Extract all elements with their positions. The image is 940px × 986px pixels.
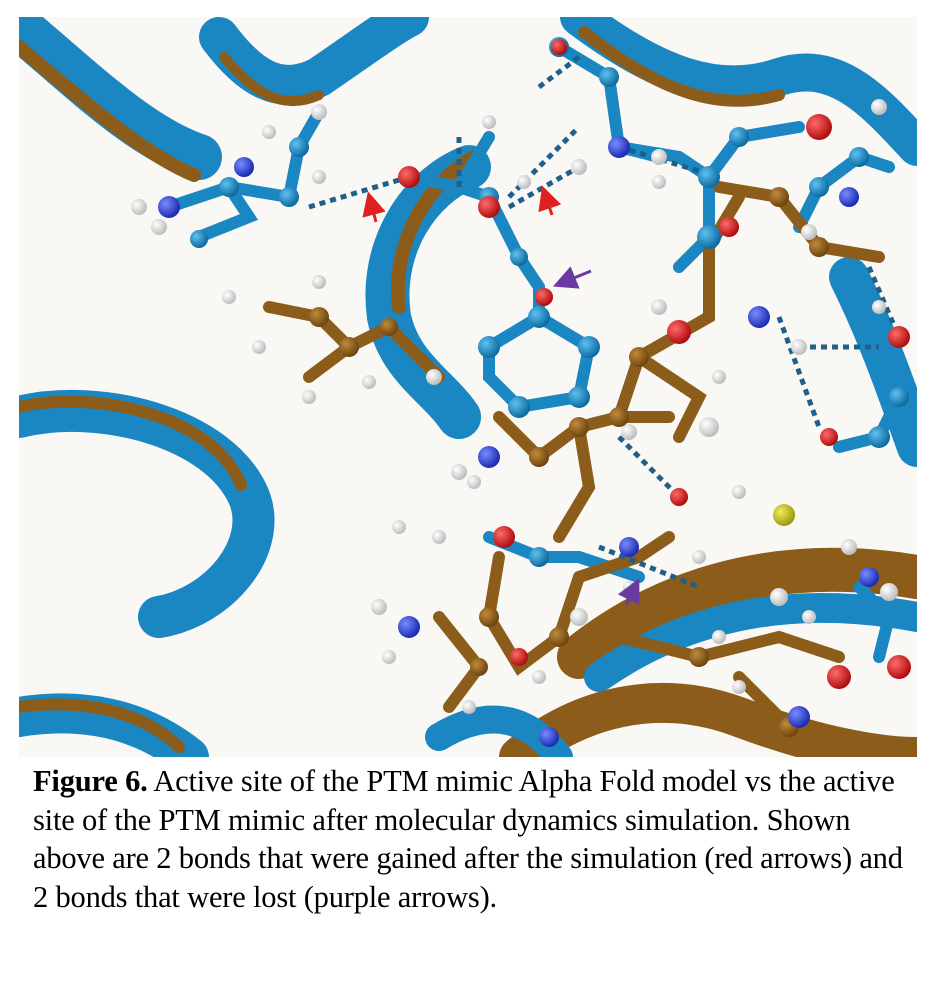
figure-caption-text: Active site of the PTM mimic Alpha Fold … [33,764,903,914]
atoms-carbon-blue [190,37,909,567]
lost-bond-arrows [552,266,640,606]
gained-bond-arrows [362,185,562,223]
atoms-oxygen [398,39,911,689]
md-simulation-sticks [263,181,885,743]
hydrogen-bond-lines [308,55,902,590]
atoms-nitrogen [158,136,879,747]
red-arrow-1 [362,191,386,223]
purple-arrow-1 [552,266,592,289]
figure-label: Figure 6. [33,764,148,798]
molecular-structure-image [19,17,917,757]
purple-arrow-2 [617,578,640,606]
red-arrow-2 [538,185,562,216]
atoms-sulfur [773,504,795,526]
atoms-hydrogen [131,99,898,714]
figure-caption: Figure 6. Active site of the PTM mimic A… [33,762,913,916]
